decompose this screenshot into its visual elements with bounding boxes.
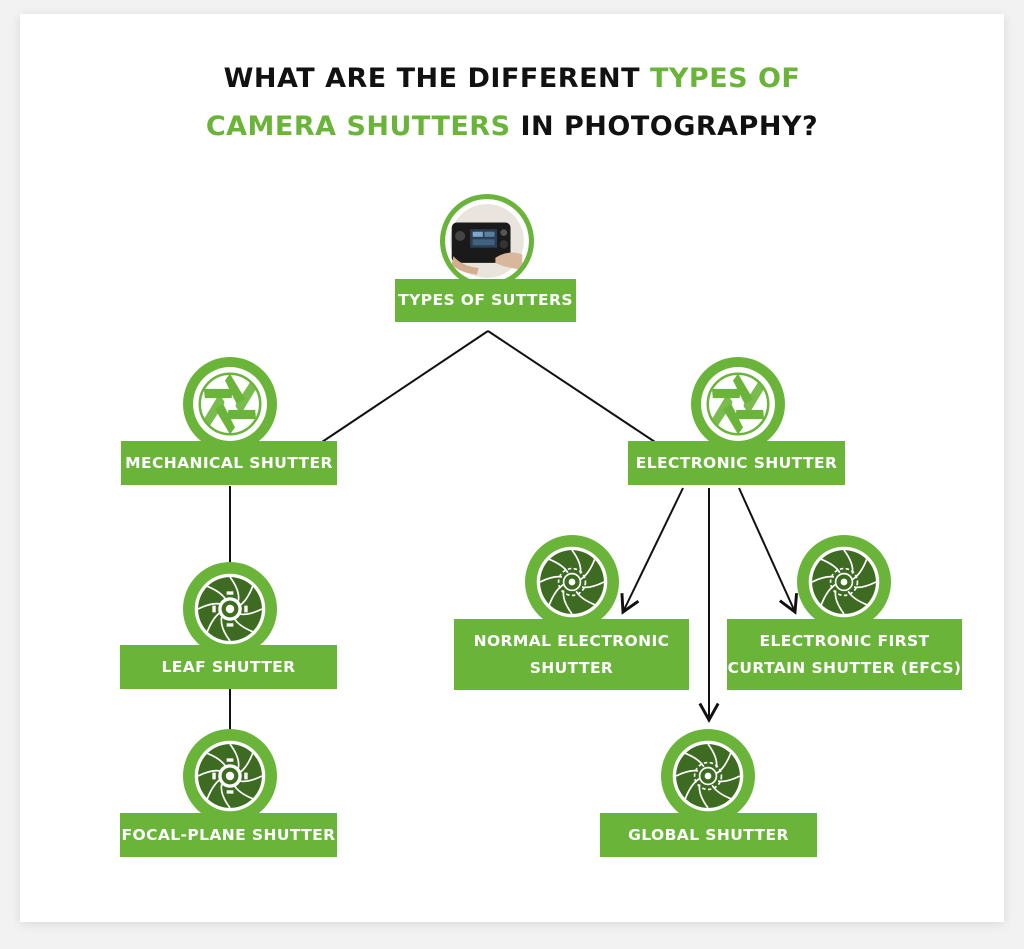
shutter-blades-icon	[797, 535, 891, 629]
node-normal-electronic-label: NORMAL ELECTRONIC SHUTTER	[454, 619, 689, 690]
shutter-blades-icon	[661, 729, 755, 823]
title-line-2: camera shutters in photography?	[0, 111, 1024, 142]
node-global-label: GLOBAL SHUTTER	[600, 813, 817, 857]
shutter-blades-icon	[183, 729, 277, 823]
aperture-icon	[183, 357, 277, 451]
title-highlight: types of	[649, 63, 801, 94]
connector-root-electronic	[487, 330, 656, 443]
arrow-to-normal	[620, 487, 684, 615]
label-line: CURTAIN SHUTTER (EFCS)	[727, 658, 962, 677]
title-text: What are the different	[223, 63, 650, 94]
node-efcs-label: ELECTRONIC FIRST CURTAIN SHUTTER (EFCS)	[727, 619, 962, 690]
aperture-icon	[691, 357, 785, 451]
node-leaf-label: LEAF SHUTTER	[120, 645, 337, 689]
node-electronic-label: ELECTRONIC SHUTTER	[628, 441, 845, 485]
title-line-1: What are the different types of	[0, 63, 1024, 94]
connector-root-mechanical	[321, 330, 489, 443]
node-mechanical-label: MECHANICAL SHUTTER	[121, 441, 337, 485]
label-line: SHUTTER	[529, 658, 614, 677]
title-highlight: camera shutters	[205, 111, 511, 142]
node-focal-plane-label: FOCAL-PLANE SHUTTER	[120, 813, 337, 857]
label-line: ELECTRONIC FIRST	[759, 631, 930, 650]
label-line: NORMAL ELECTRONIC	[473, 631, 670, 650]
camera-photo-icon	[440, 194, 534, 288]
arrow-to-efcs	[738, 487, 799, 615]
shutter-blades-icon	[183, 562, 277, 656]
title-text: in photography?	[510, 111, 819, 142]
shutter-blades-icon	[525, 535, 619, 629]
node-root-label: TYPES OF SUTTERS	[395, 279, 576, 322]
